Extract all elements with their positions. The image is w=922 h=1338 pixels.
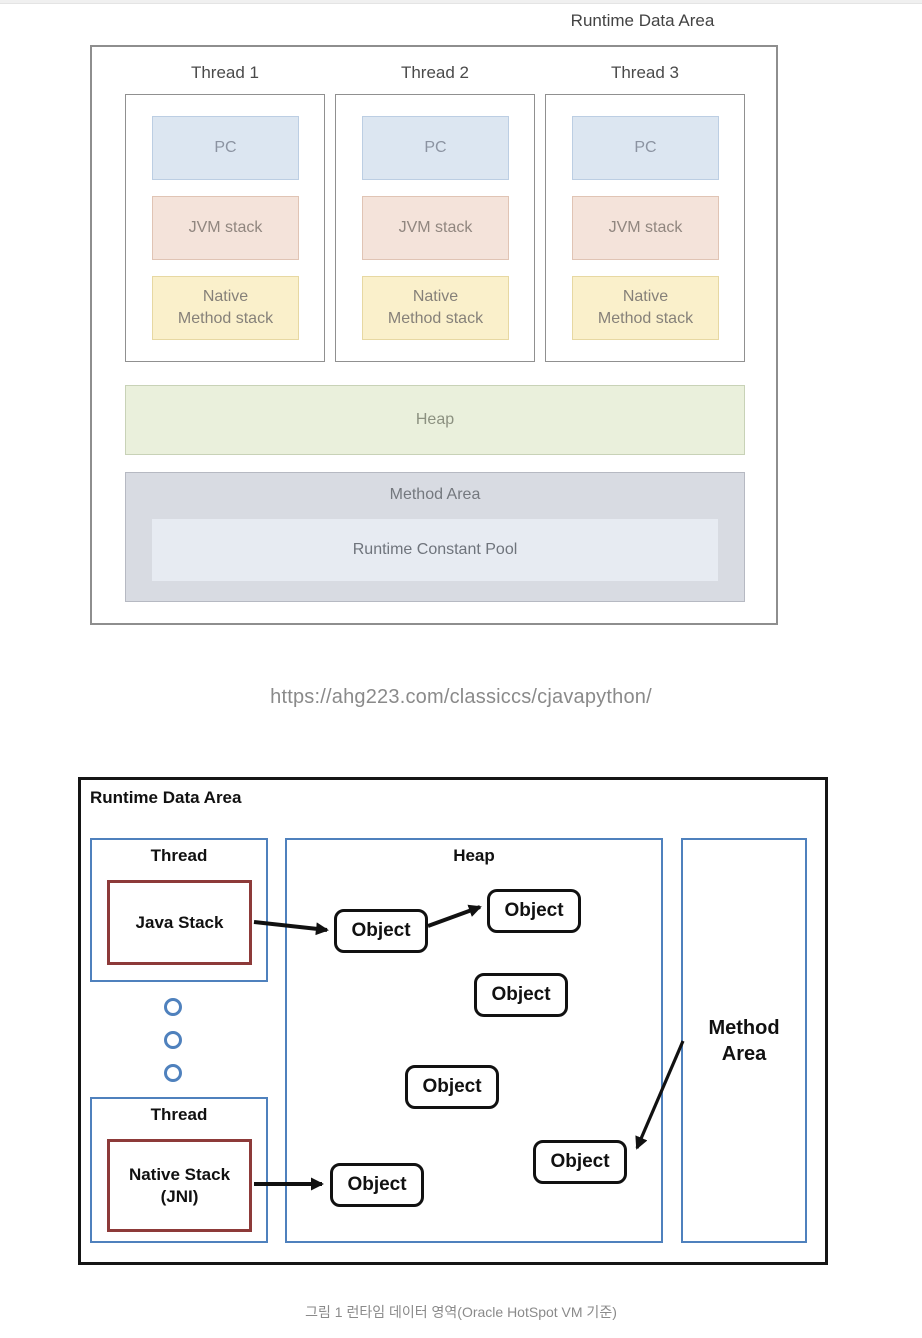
thread2-box: PC JVM stack Native Method stack <box>335 94 535 362</box>
object-node: Object <box>474 973 568 1017</box>
native-stack-jni-box: Native Stack (JNI) <box>107 1139 252 1232</box>
native-line2: Method stack <box>387 310 484 327</box>
source-url-text: https://ahg223.com/classiccs/cjavapython… <box>270 686 652 708</box>
object-node: Object <box>405 1065 499 1109</box>
method-area-box: Method Area Runtime Constant Pool <box>125 472 745 602</box>
object-node: Object <box>330 1163 424 1207</box>
thread2-jvm-stack-box: JVM stack <box>362 196 509 260</box>
method-area-line1: Method <box>708 1016 780 1039</box>
thread1-box: PC JVM stack Native Method stack <box>125 94 325 362</box>
native-line1: Native <box>622 288 669 306</box>
runtime-constant-pool-box: Runtime Constant Pool <box>152 519 718 581</box>
method-area-line2: Area <box>721 1042 767 1065</box>
thread2-label: Thread 2 <box>400 63 470 82</box>
object-node: Object <box>487 889 581 933</box>
native-stack-line2: (JNI) <box>160 1186 199 1206</box>
object-node: Object <box>533 1140 627 1184</box>
thread-top-label: Thread <box>150 846 208 865</box>
native-line1: Native <box>412 288 459 306</box>
figure-caption: 그림 1 런타임 데이터 영역(Oracle HotSpot VM 기준) <box>305 1304 617 1320</box>
heap-region-label: Heap <box>453 846 495 865</box>
object-node: Object <box>334 909 428 953</box>
thread-continuation-dot <box>164 1031 182 1049</box>
reference-arrows-layer <box>253 904 685 1191</box>
thread3-box: PC JVM stack Native Method stack <box>545 94 745 362</box>
diagram2-title: Runtime Data Area <box>90 788 242 807</box>
java-stack-box: Java Stack <box>107 880 252 965</box>
thread2-pc-box: PC <box>362 116 509 180</box>
arrow-method-area-to-object <box>635 1040 685 1150</box>
thread3-label: Thread 3 <box>610 63 680 82</box>
thread3-pc-box: PC <box>572 116 719 180</box>
thread1-label: Thread 1 <box>190 63 260 82</box>
top-border-strip <box>0 0 922 4</box>
native-line1: Native <box>202 288 249 306</box>
native-line2: Method stack <box>597 310 694 327</box>
heap-box: Heap <box>125 385 745 455</box>
native-line2: Method stack <box>177 310 274 327</box>
diagram2-runtime-data-area-box: Runtime Data Area Thread Java Stack Thre… <box>78 777 828 1265</box>
thread-continuation-dot <box>164 1064 182 1082</box>
arrow-object-to-object <box>427 904 482 928</box>
native-stack-line1: Native Stack <box>128 1165 231 1185</box>
thread-continuation-dot <box>164 998 182 1016</box>
thread1-jvm-stack-box: JVM stack <box>152 196 299 260</box>
diagram1-runtime-data-area-box: Thread 1 Thread 2 Thread 3 PC JVM stack … <box>90 45 778 625</box>
diagram1-title: Runtime Data Area <box>570 11 715 30</box>
thread2-native-method-stack-box: Native Method stack <box>362 276 509 340</box>
thread-box-top: Thread Java Stack <box>90 838 268 982</box>
method-area-region-box: Method Area <box>681 838 807 1243</box>
thread3-native-method-stack-box: Native Method stack <box>572 276 719 340</box>
thread1-native-method-stack-box: Native Method stack <box>152 276 299 340</box>
thread3-jvm-stack-box: JVM stack <box>572 196 719 260</box>
thread-box-bottom: Thread Native Stack (JNI) <box>90 1097 268 1243</box>
thread-bottom-label: Thread <box>150 1105 208 1124</box>
arrow-java-stack-to-object <box>253 920 329 936</box>
method-area-label: Method Area <box>389 486 481 503</box>
thread1-pc-box: PC <box>152 116 299 180</box>
